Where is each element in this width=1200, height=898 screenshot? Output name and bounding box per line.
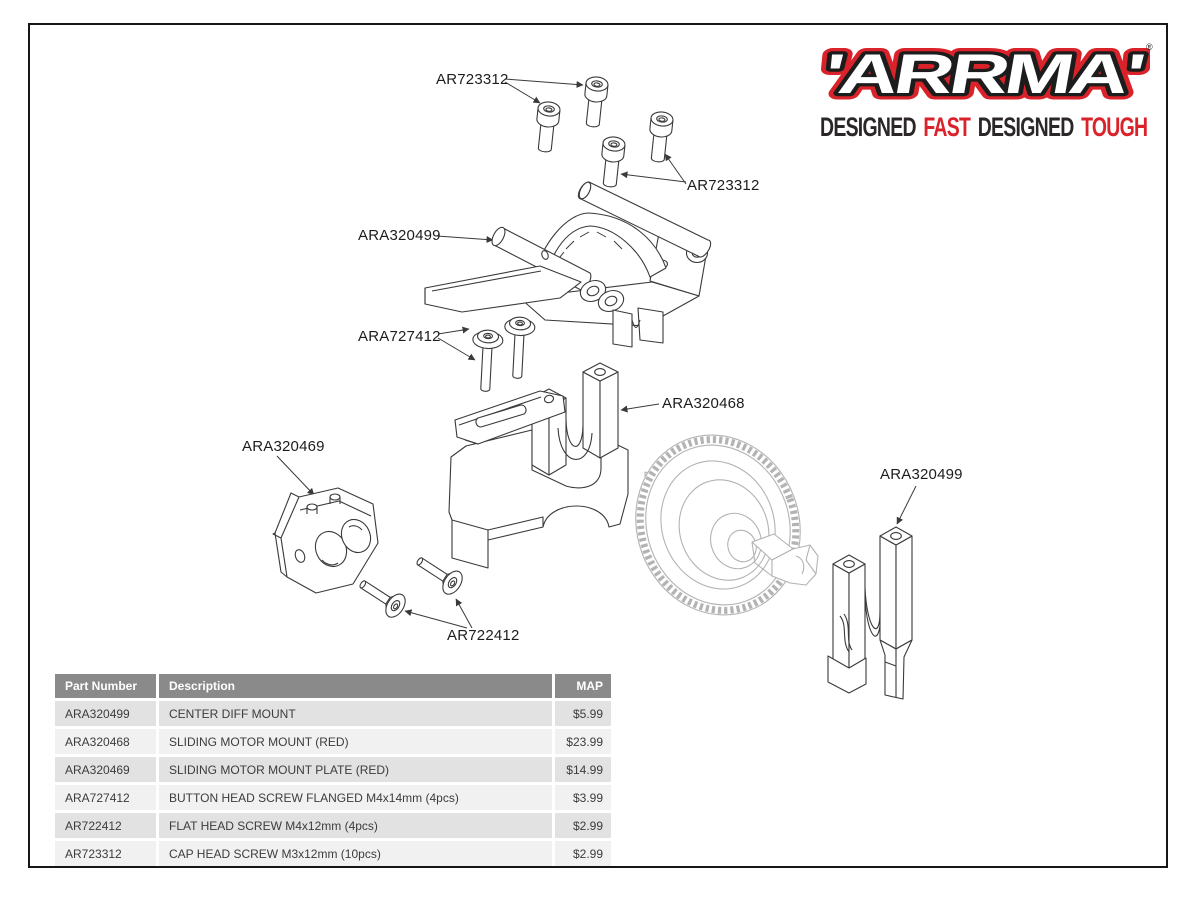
logo-black-outline: 'ARRMA'	[819, 42, 1147, 105]
cell-description: SLIDING MOTOR MOUNT (RED)	[159, 729, 552, 754]
motor-mount-plate	[272, 487, 379, 594]
part-label-ara320499-left: ARA320499	[358, 227, 441, 244]
cell-part-number: AR722412	[55, 813, 156, 838]
flat-head-screws	[353, 548, 467, 622]
table-row: ARA320469 SLIDING MOTOR MOUNT PLATE (RED…	[55, 757, 611, 782]
cell-part-number: ARA320468	[55, 729, 156, 754]
tagline-designed-1: DESIGNED	[820, 112, 917, 142]
cell-description: FLAT HEAD SCREW M4x12mm (4pcs)	[159, 813, 552, 838]
cell-description: CENTER DIFF MOUNT	[159, 701, 552, 726]
table-row: ARA320499 CENTER DIFF MOUNT $5.99	[55, 701, 611, 726]
part-label-ara320499-right: ARA320499	[880, 466, 963, 483]
tagline-tough: TOUGH	[1081, 112, 1148, 142]
cell-part-number: ARA320469	[55, 757, 156, 782]
brand-tagline: DESIGNED FAST DESIGNED TOUGH	[820, 112, 1148, 143]
cell-part-number: AR723312	[55, 841, 156, 866]
part-label-ara320469: ARA320469	[242, 438, 325, 455]
tagline-designed-2: DESIGNED	[977, 112, 1075, 142]
part-label-ar722412: AR722412	[447, 627, 520, 644]
header-part-number: Part Number	[55, 674, 156, 698]
table-row: AR723312 CAP HEAD SCREW M3x12mm (10pcs) …	[55, 841, 611, 866]
cell-description: CAP HEAD SCREW M3x12mm (10pcs)	[159, 841, 552, 866]
leader-lines	[276, 78, 917, 629]
logo-white-fill: 'ARRMA'	[819, 42, 1147, 105]
part-label-ara727412: ARA727412	[358, 328, 441, 345]
center-diff-mount-fork	[827, 526, 913, 700]
table-row: ARA320468 SLIDING MOTOR MOUNT (RED) $23.…	[55, 729, 611, 754]
cell-map: $14.99	[555, 757, 611, 782]
button-head-screws	[469, 315, 536, 393]
table-row: ARA727412 BUTTON HEAD SCREW FLANGED M4x1…	[55, 785, 611, 810]
tagline-fast: FAST	[923, 112, 971, 142]
page-border	[28, 23, 1168, 868]
sliding-motor-mount	[448, 362, 629, 569]
table-header-row: Part Number Description MAP	[55, 674, 611, 698]
cap-head-screws	[533, 75, 675, 189]
cell-map: $5.99	[555, 701, 611, 726]
logo-red-outline: 'ARRMA'	[819, 42, 1147, 105]
header-map: MAP	[555, 674, 611, 698]
center-diff-mount	[424, 181, 712, 348]
cell-part-number: ARA320499	[55, 701, 156, 726]
arrma-logo: 'ARRMA' 'ARRMA' 'ARRMA'	[814, 36, 1150, 111]
registered-trademark: ®	[1146, 42, 1153, 52]
part-label-ara320468: ARA320468	[662, 395, 745, 412]
part-label-ar723312-right: AR723312	[687, 177, 760, 194]
cell-description: BUTTON HEAD SCREW FLANGED M4x14mm (4pcs)	[159, 785, 552, 810]
cell-map: $2.99	[555, 813, 611, 838]
cell-map: $3.99	[555, 785, 611, 810]
header-description: Description	[159, 674, 552, 698]
cell-description: SLIDING MOTOR MOUNT PLATE (RED)	[159, 757, 552, 782]
spur-gear-diff	[635, 434, 819, 616]
table-row: AR722412 FLAT HEAD SCREW M4x12mm (4pcs) …	[55, 813, 611, 838]
parts-price-table: Part Number Description MAP ARA320499 CE…	[52, 671, 614, 869]
cell-part-number: ARA727412	[55, 785, 156, 810]
cell-map: $23.99	[555, 729, 611, 754]
cell-map: $2.99	[555, 841, 611, 866]
part-label-ar723312-top: AR723312	[436, 71, 509, 88]
